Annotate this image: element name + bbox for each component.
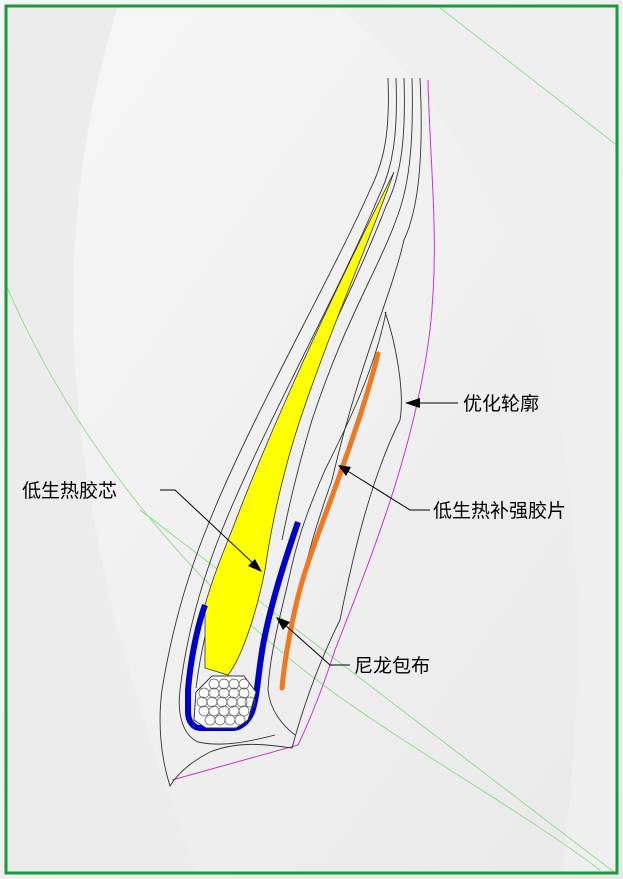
outer-outline (159, 77, 402, 788)
guide-line-curve (6, 283, 601, 871)
arrow-low-heat-core (248, 559, 262, 572)
bead-wire (238, 705, 250, 717)
bead-wire (238, 678, 250, 690)
leader-low-heat-core (160, 489, 256, 566)
arrow-nylon-wrap (276, 617, 290, 630)
bead-wire-circles (196, 678, 256, 726)
frame-border (4, 4, 619, 875)
arrow-reinforce-strip (338, 465, 351, 476)
arrow-optimized-contour (405, 398, 420, 408)
leader-arrows (248, 398, 420, 630)
label-low-heat-core: 低生热胶芯 (22, 480, 117, 502)
label-low-heat-reinforce: 低生热补强胶片 (433, 500, 566, 522)
inner-outline (267, 311, 387, 736)
low-heat-core-apex (204, 171, 395, 676)
outline-4 (281, 77, 413, 541)
label-optimized-contour: 优化轮廓 (463, 393, 539, 415)
low-heat-reinforce-strip (279, 351, 381, 691)
bead-wire (234, 714, 246, 726)
bead-outlines (159, 77, 422, 788)
label-nylon-wrap: 尼龙包布 (354, 655, 430, 677)
leader-lines (160, 402, 458, 666)
guide-line-top (437, 6, 617, 146)
leader-reinforce-strip (345, 469, 430, 511)
bead-wire (244, 696, 256, 708)
outline-2 (178, 77, 397, 745)
bead-wire (236, 696, 248, 708)
bead-wire (238, 687, 250, 699)
outline-5 (295, 77, 422, 611)
optimized-contour-line (171, 79, 435, 781)
leader-nylon-wrap (283, 623, 350, 666)
